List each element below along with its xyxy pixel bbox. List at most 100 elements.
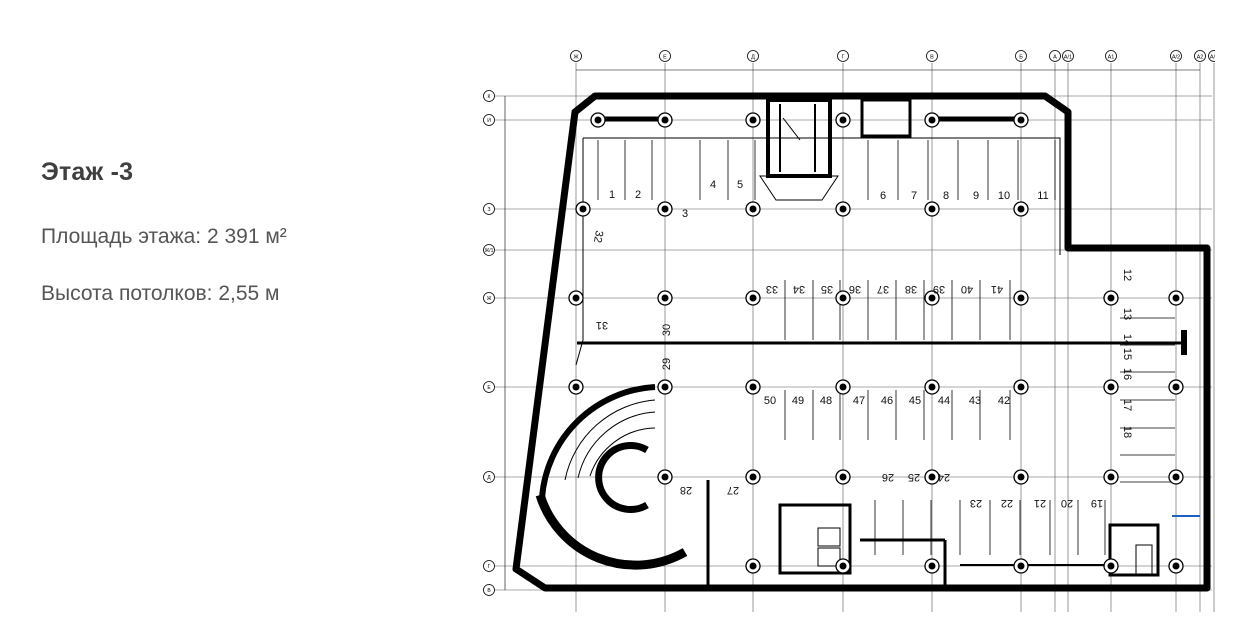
spot-number: 24 xyxy=(938,471,950,483)
axis-bubble xyxy=(483,584,495,596)
spot-number: 5 xyxy=(737,179,743,191)
column-core xyxy=(1107,473,1115,481)
column-core xyxy=(928,562,936,570)
axis-bubble xyxy=(747,50,759,62)
column-core xyxy=(749,294,757,302)
floor-info: Этаж -3 Площадь этажа: 2 391 м² Высота п… xyxy=(41,158,441,339)
spot-number: 46 xyxy=(881,395,893,407)
spot-number: 44 xyxy=(938,395,950,407)
spot-number: 40 xyxy=(961,283,973,295)
column-core xyxy=(839,383,847,391)
spot-number: 17 xyxy=(1121,399,1133,411)
axis-bubble xyxy=(1194,50,1206,62)
column-core xyxy=(749,383,757,391)
spot-number: 32 xyxy=(591,229,605,243)
column-core xyxy=(1017,116,1025,124)
spot-number: 35 xyxy=(821,283,833,295)
axis-bubble xyxy=(1049,50,1061,62)
axis-bubble xyxy=(1208,50,1215,62)
column-core xyxy=(661,383,669,391)
axis-bubble xyxy=(483,471,495,483)
axis-label-top: А xyxy=(1053,55,1057,61)
column-core xyxy=(839,562,847,570)
axis-bubble xyxy=(926,50,938,62)
column-core xyxy=(594,116,602,124)
column-core xyxy=(661,294,669,302)
column-core xyxy=(749,205,757,213)
spot-number: 26 xyxy=(882,471,894,483)
spot-number: 3 xyxy=(682,208,688,220)
spot-number: 37 xyxy=(877,283,889,295)
spot-number: 38 xyxy=(905,283,917,295)
spot-number: 11 xyxy=(1037,190,1048,202)
axis-label-top: Д xyxy=(751,55,755,61)
axis-bubble xyxy=(837,50,849,62)
column-core xyxy=(928,383,936,391)
spot-number: 9 xyxy=(973,190,979,202)
spot-number: 21 xyxy=(1034,497,1046,509)
structural-columns xyxy=(568,112,1184,574)
axis-bubble xyxy=(1170,50,1182,62)
axis-bubble xyxy=(659,50,671,62)
column-core xyxy=(928,205,936,213)
column-core xyxy=(661,205,669,213)
spot-number: 48 xyxy=(820,395,832,407)
column-core xyxy=(1172,383,1180,391)
column-core xyxy=(749,562,757,570)
spot-number: 34 xyxy=(793,283,805,295)
shafts-and-stairs xyxy=(577,98,1200,588)
column-core xyxy=(1017,205,1025,213)
axis-bubble xyxy=(1062,50,1074,62)
ceiling-height: Высота потолков: 2,55 м xyxy=(41,282,280,305)
column-core xyxy=(572,383,580,391)
column-core xyxy=(1107,294,1115,302)
column-core xyxy=(749,473,757,481)
spot-number: 45 xyxy=(909,395,921,407)
spot-number: 10 xyxy=(998,190,1010,202)
spot-number: 14 xyxy=(1121,334,1133,346)
spot-number: 47 xyxy=(853,395,865,407)
axis-label-top: Е xyxy=(663,55,667,61)
axis-label-top: А/3 xyxy=(1210,55,1215,61)
axis-label-top: А1 xyxy=(1108,55,1115,61)
spot-number: 49 xyxy=(792,395,804,407)
spot-number: 41 xyxy=(991,283,1003,295)
axis-bubble xyxy=(483,203,495,215)
column-core xyxy=(928,473,936,481)
axis-label-top: А/1 xyxy=(1064,55,1072,61)
axis-label-top: В xyxy=(930,55,934,61)
column-core xyxy=(839,205,847,213)
axis-label-top: Г xyxy=(842,55,845,61)
column-core xyxy=(928,116,936,124)
axis-label-left: И xyxy=(487,118,491,124)
spot-number: 28 xyxy=(680,484,692,496)
column-core xyxy=(1017,383,1025,391)
axis-label-left: З xyxy=(487,207,490,213)
column-core xyxy=(1017,473,1025,481)
spot-number: 7 xyxy=(911,190,917,202)
ramp-curves xyxy=(535,384,688,570)
column-core xyxy=(839,294,847,302)
spot-number: 25 xyxy=(908,471,920,483)
spot-number: 23 xyxy=(970,497,982,509)
spot-number: 15 xyxy=(1121,348,1133,360)
spot-number: 50 xyxy=(764,395,776,407)
axis-label-left: Г xyxy=(488,564,491,570)
axis-bubble xyxy=(483,292,495,304)
spot-number: 19 xyxy=(1091,497,1103,509)
axis-bubble xyxy=(483,560,495,572)
spot-number: 22 xyxy=(1001,497,1013,509)
axis-bubble xyxy=(483,114,495,126)
axis-bubble xyxy=(483,244,495,256)
spot-number: 39 xyxy=(933,283,945,295)
spot-number: 36 xyxy=(849,283,861,295)
spot-number: 43 xyxy=(969,395,981,407)
floor-title: Этаж -3 xyxy=(41,158,134,186)
axis-label-top: А/2 xyxy=(1172,55,1180,61)
spot-number: 29 xyxy=(661,358,673,370)
spot-number: 12 xyxy=(1121,269,1133,281)
spot-number: 42 xyxy=(998,395,1010,407)
spot-number: 20 xyxy=(1061,497,1073,509)
